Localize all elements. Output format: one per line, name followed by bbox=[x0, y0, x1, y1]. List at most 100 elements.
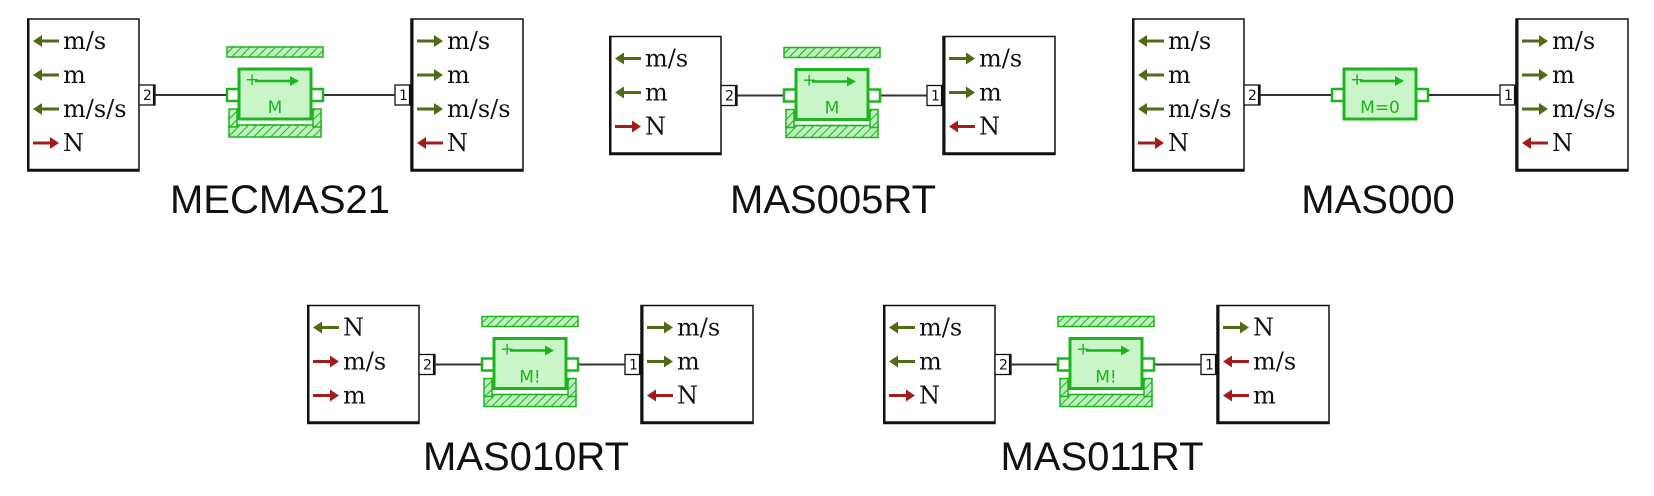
left-signal-box: m/smm/s/sN bbox=[27, 18, 140, 172]
diagram-caption: MAS000 bbox=[1301, 178, 1455, 222]
mass-label: M! bbox=[519, 368, 540, 388]
arrow-right-icon bbox=[1522, 103, 1548, 115]
arrow-left-icon bbox=[889, 321, 915, 334]
guide-rail bbox=[1059, 377, 1153, 408]
signal-label: m bbox=[677, 348, 700, 376]
signal-label: m/s/s bbox=[63, 95, 127, 123]
mass-element: +M bbox=[782, 46, 882, 139]
port-tab: 1 bbox=[926, 84, 944, 107]
signal-label: m bbox=[1168, 61, 1191, 89]
signal-label: m bbox=[63, 61, 86, 89]
signal-label: m/s/s bbox=[1552, 95, 1616, 123]
plus-icon: + bbox=[1350, 70, 1364, 90]
signal-label: N bbox=[447, 129, 468, 157]
arrow-left-icon bbox=[33, 35, 59, 47]
mass-element: +M! bbox=[480, 315, 580, 408]
signal-label: N bbox=[979, 113, 1000, 141]
arrow-right-icon bbox=[889, 389, 915, 402]
signal-label: m/s bbox=[1253, 348, 1296, 376]
arrow-right-icon bbox=[647, 321, 673, 334]
signal-label: N bbox=[677, 382, 698, 410]
arrow-right-icon bbox=[1086, 345, 1130, 356]
signal-label: m/s bbox=[343, 348, 386, 376]
signal-label: m bbox=[1253, 382, 1276, 410]
arrow-right-icon bbox=[417, 69, 443, 81]
right-signal-box: m/s m m/s/sN bbox=[1515, 18, 1629, 172]
arrow-right-icon bbox=[417, 103, 443, 115]
arrow-right-icon bbox=[313, 355, 339, 368]
arrow-left-icon bbox=[1138, 69, 1164, 81]
port-tab: 2 bbox=[138, 84, 156, 106]
arrow-right-icon bbox=[1223, 321, 1249, 334]
arrow-left-icon bbox=[1138, 103, 1164, 115]
arrow-left-icon bbox=[615, 52, 641, 65]
mass-element: + M=0 bbox=[1330, 67, 1430, 121]
port-tab: 2 bbox=[418, 353, 436, 376]
arrow-left-icon bbox=[1223, 355, 1249, 368]
signal-label: m/s bbox=[645, 45, 688, 73]
signal-label: N bbox=[343, 314, 364, 342]
port-number: 1 bbox=[1504, 88, 1513, 104]
plus-icon: + bbox=[802, 71, 816, 91]
port-tab: 1 bbox=[394, 84, 412, 106]
arrow-right-icon bbox=[255, 76, 299, 86]
mass-label: M! bbox=[1095, 368, 1116, 388]
signal-label: m/s bbox=[979, 45, 1022, 73]
right-signal-box: Nm/sm bbox=[1216, 304, 1330, 425]
plus-icon: + bbox=[245, 70, 259, 90]
port-tab: 2 bbox=[994, 353, 1012, 376]
signal-label: m bbox=[645, 79, 668, 107]
port-tab: 1 bbox=[1499, 84, 1517, 106]
arrow-right-icon bbox=[812, 76, 856, 87]
signal-label: m/s bbox=[63, 27, 106, 55]
diagram-caption: MAS005RT bbox=[729, 178, 937, 222]
port-tab: 1 bbox=[624, 353, 642, 376]
arrow-right-icon bbox=[647, 355, 673, 368]
signal-label: m/s bbox=[1168, 27, 1211, 55]
port-number: 1 bbox=[399, 88, 408, 104]
diagram-caption: MAS010RT bbox=[422, 435, 630, 479]
signal-label: m/s bbox=[919, 314, 962, 342]
right-signal-box: m/smm/s/sN bbox=[410, 18, 524, 172]
arrow-right-icon bbox=[313, 389, 339, 402]
plus-icon: + bbox=[500, 340, 514, 360]
signal-label: N bbox=[645, 113, 666, 141]
port-tab: 2 bbox=[1243, 84, 1261, 106]
signal-label: m bbox=[1552, 61, 1575, 89]
signal-label: N bbox=[1552, 129, 1573, 157]
arrow-left-icon bbox=[615, 86, 641, 99]
signal-label: m bbox=[979, 79, 1002, 107]
signal-label: N bbox=[1168, 129, 1189, 157]
arrow-left-icon bbox=[33, 69, 59, 81]
arrow-left-icon bbox=[949, 120, 975, 133]
port-number: 2 bbox=[143, 88, 152, 104]
arrow-right-icon bbox=[33, 137, 59, 149]
arrow-left-icon bbox=[1138, 35, 1164, 47]
port-number: 2 bbox=[423, 358, 432, 374]
arrow-right-icon bbox=[417, 35, 443, 47]
arrow-right-icon bbox=[949, 52, 975, 65]
signal-label: m/s bbox=[677, 314, 720, 342]
arrow-left-icon bbox=[889, 355, 915, 368]
signal-label: m/s bbox=[447, 27, 490, 55]
signal-label: m/s/s bbox=[1168, 95, 1232, 123]
signal-label: m bbox=[447, 61, 470, 89]
left-signal-box: m/smN bbox=[883, 304, 996, 425]
mass-label: M=0 bbox=[1360, 98, 1400, 118]
mass-element: +M bbox=[225, 46, 325, 138]
arrow-left-icon bbox=[1223, 389, 1249, 402]
mass-label: M bbox=[268, 98, 283, 118]
signal-label: m/s bbox=[1552, 27, 1595, 55]
arrow-left-icon bbox=[313, 321, 339, 334]
arrow-left-icon bbox=[33, 103, 59, 115]
mass-element: +M! bbox=[1056, 315, 1156, 408]
left-signal-box: Nm/sm bbox=[307, 304, 420, 425]
diagram-caption: MAS011RT bbox=[1000, 435, 1204, 479]
arrow-right-icon bbox=[1138, 137, 1164, 149]
arrow-right-icon bbox=[1522, 35, 1548, 47]
left-signal-box: m/s mN bbox=[609, 35, 722, 156]
port-number: 1 bbox=[1205, 358, 1214, 374]
